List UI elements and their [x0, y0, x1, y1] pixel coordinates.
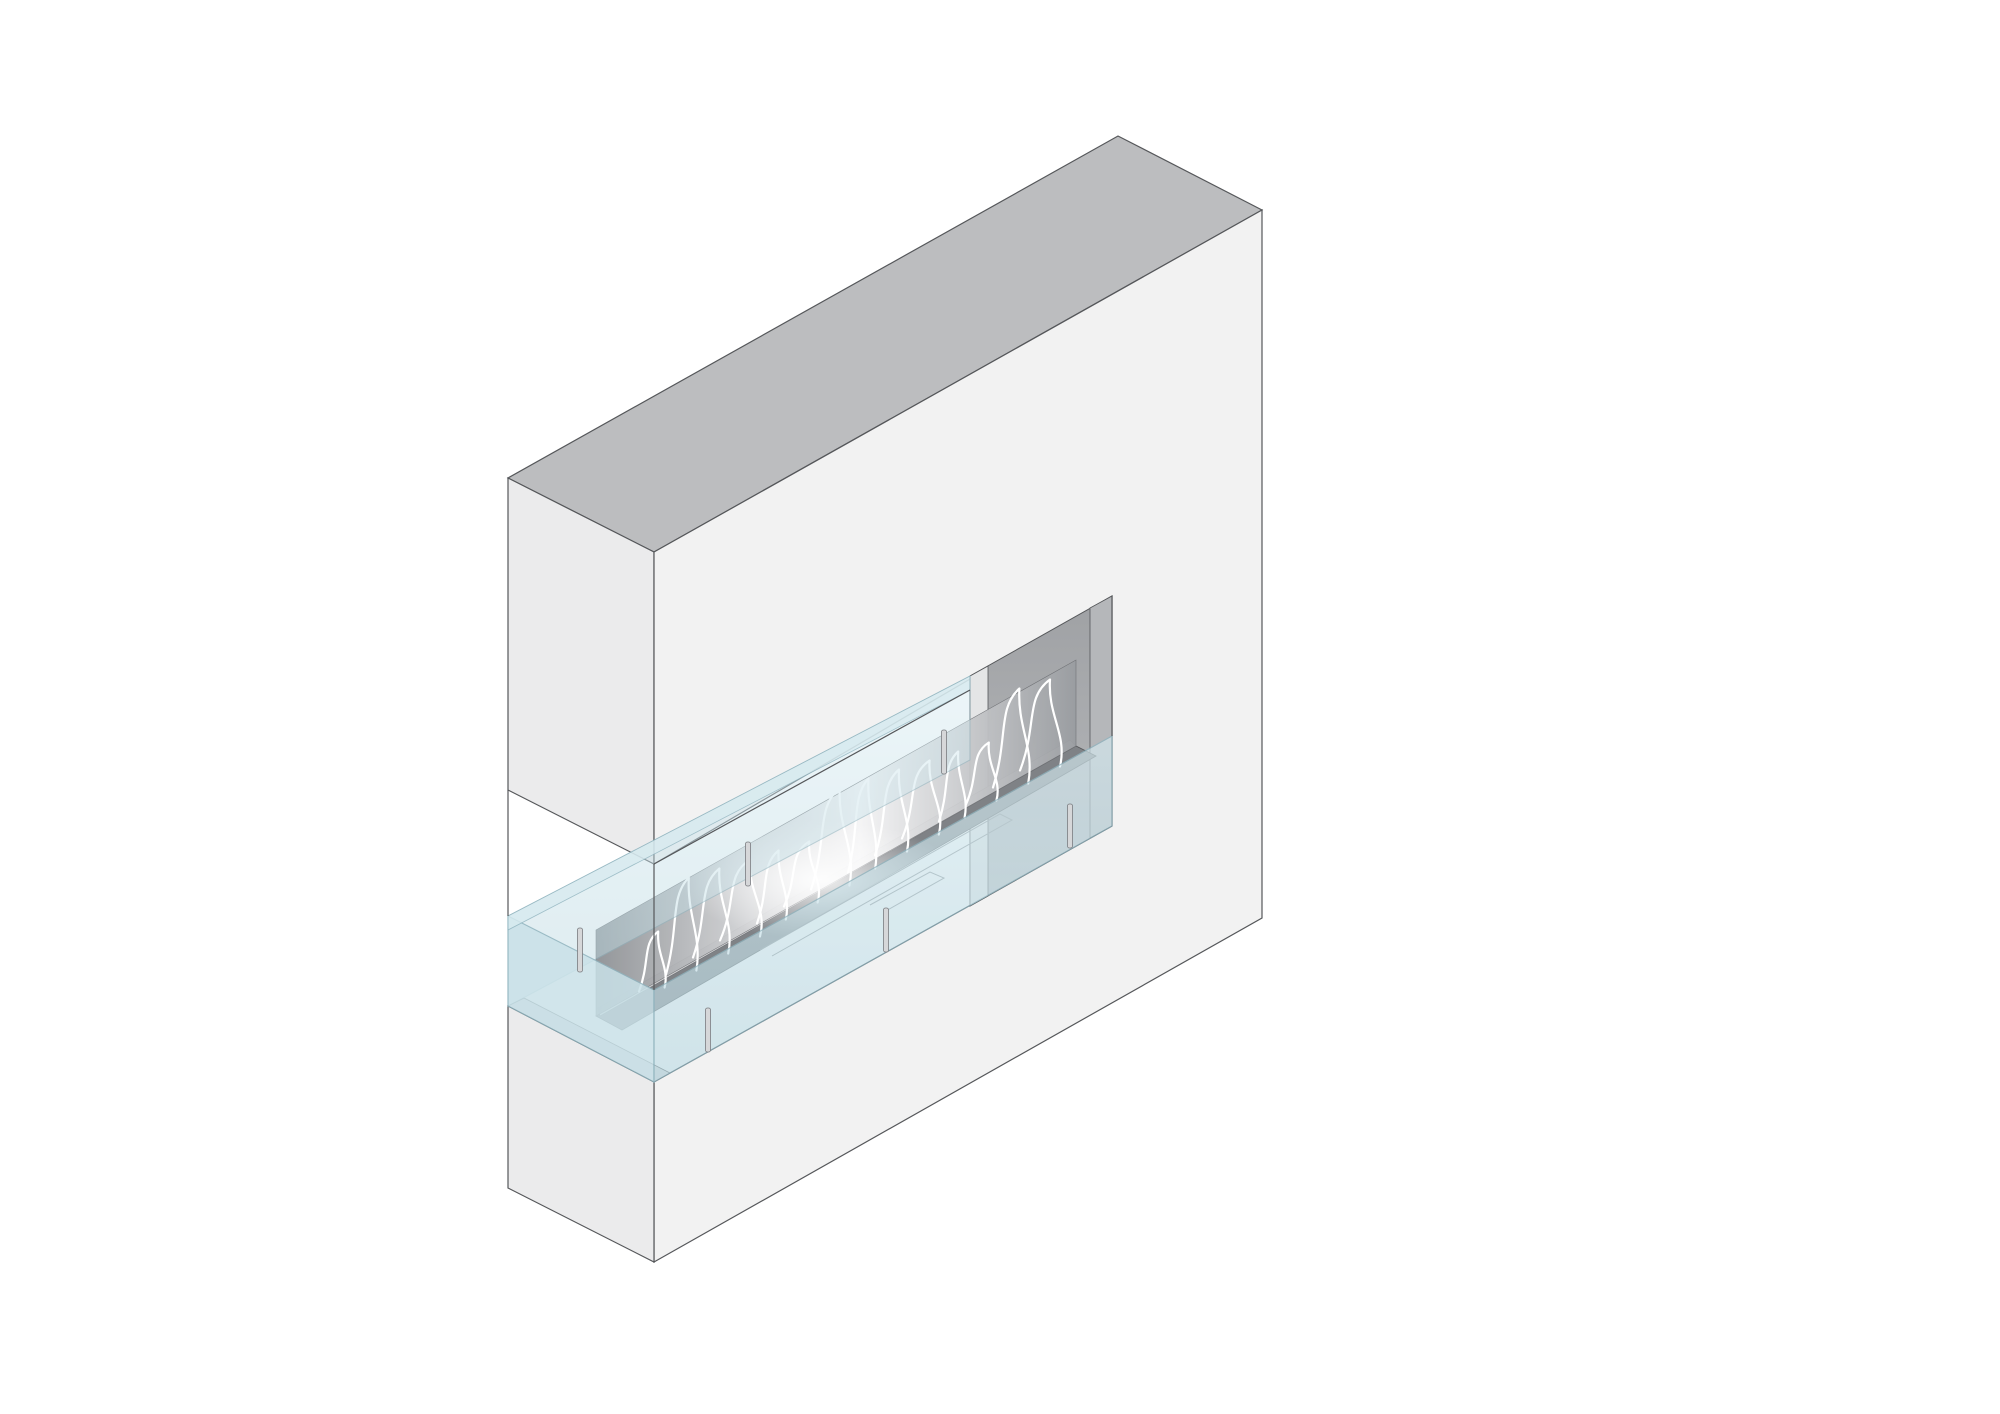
flame	[1018, 678, 1063, 772]
flame	[637, 930, 667, 993]
glass-rod	[1067, 803, 1073, 849]
outline-overlay	[507, 596, 1113, 990]
glass-enclosure	[507, 675, 1113, 1084]
glass-rod	[705, 1007, 711, 1053]
glass-rods	[577, 729, 1073, 1053]
glass-rod	[745, 841, 751, 887]
glass-rod	[883, 907, 889, 953]
glass-rod	[577, 927, 583, 973]
glass-front-panel	[653, 734, 1113, 1084]
glass-rod	[941, 729, 947, 775]
flame	[991, 687, 1031, 789]
flame	[964, 741, 999, 806]
